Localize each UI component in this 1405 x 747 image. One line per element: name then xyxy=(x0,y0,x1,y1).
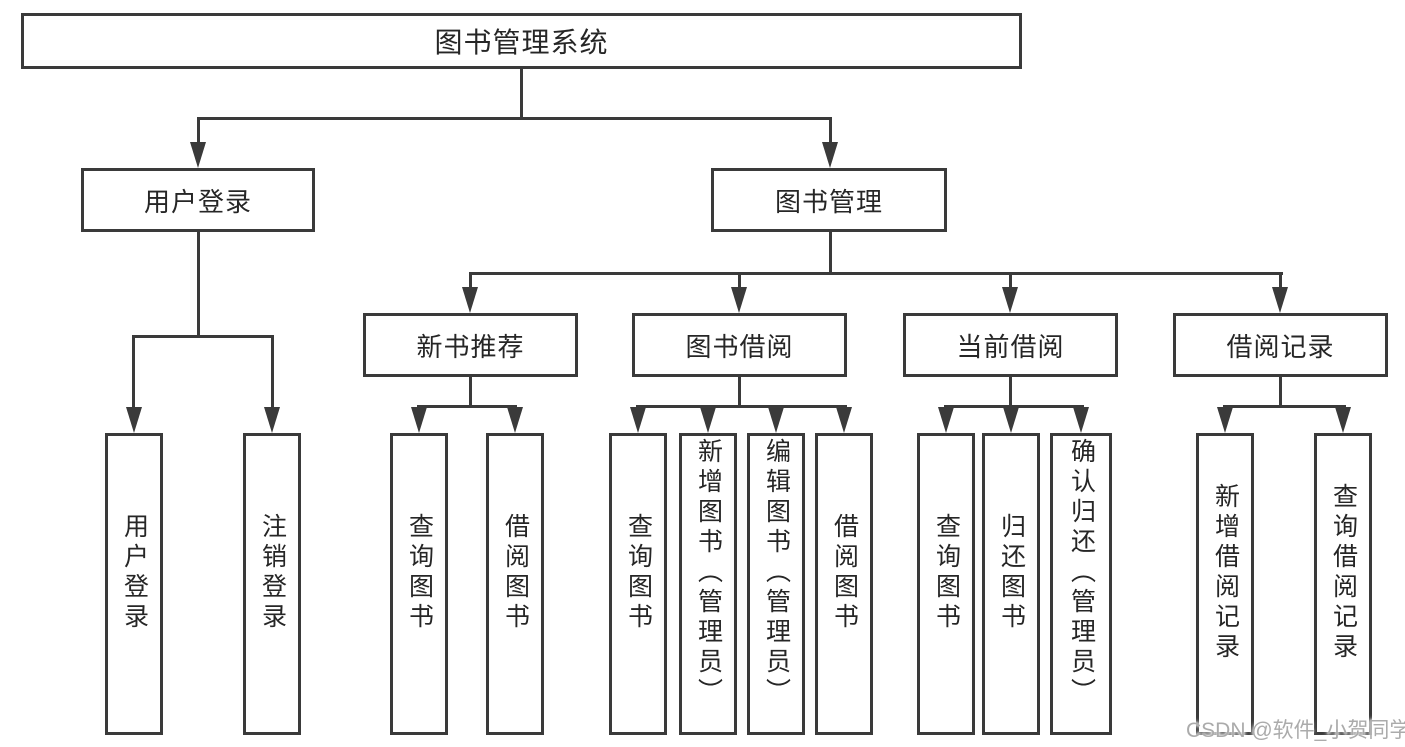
arrow-down-icon xyxy=(190,142,206,168)
arrow-down-icon xyxy=(126,407,142,433)
node-query-books-recommend: 查询图书 xyxy=(390,433,448,735)
node-query-books-borrowing: 查询图书 xyxy=(609,433,667,735)
connector-line xyxy=(1279,272,1282,290)
connector-line xyxy=(271,335,274,409)
connector-line xyxy=(197,117,832,120)
connector-line xyxy=(417,405,517,408)
connector-line xyxy=(1223,405,1346,408)
node-query-borrow-record: 查询借阅记录 xyxy=(1314,433,1372,735)
node-confirm-return-admin: 确认归还（管理员） xyxy=(1050,433,1112,735)
node-user-login: 用户登录 xyxy=(81,168,315,232)
arrow-down-icon xyxy=(264,407,280,433)
node-edit-book-admin: 编辑图书（管理员） xyxy=(747,433,805,735)
node-book-management: 图书管理 xyxy=(711,168,947,232)
arrow-down-icon xyxy=(1217,407,1233,433)
arrow-down-icon xyxy=(822,142,838,168)
connector-line xyxy=(1279,377,1282,408)
connector-line xyxy=(132,335,274,338)
node-borrow-books-recommend: 借阅图书 xyxy=(486,433,544,735)
node-library-management-system: 图书管理系统 xyxy=(21,13,1022,69)
node-new-book-recommend: 新书推荐 xyxy=(363,313,578,377)
connector-line xyxy=(944,405,1084,408)
node-current-borrowing: 当前借阅 xyxy=(903,313,1118,377)
arrow-down-icon xyxy=(462,287,478,313)
arrow-down-icon xyxy=(507,407,523,433)
arrow-down-icon xyxy=(1073,407,1089,433)
arrow-down-icon xyxy=(630,407,646,433)
arrow-down-icon xyxy=(768,407,784,433)
connector-line xyxy=(469,377,472,408)
connector-line xyxy=(636,405,847,408)
node-add-book-admin: 新增图书（管理员） xyxy=(679,433,737,735)
connector-line xyxy=(520,69,523,120)
node-book-borrowing: 图书借阅 xyxy=(632,313,847,377)
node-add-borrow-record: 新增借阅记录 xyxy=(1196,433,1254,735)
arrow-down-icon xyxy=(1002,287,1018,313)
node-query-books-current: 查询图书 xyxy=(917,433,975,735)
node-user-login-leaf: 用户登录 xyxy=(105,433,163,735)
connector-line xyxy=(469,272,472,290)
node-logout: 注销登录 xyxy=(243,433,301,735)
node-borrow-books-leaf: 借阅图书 xyxy=(815,433,873,735)
connector-line xyxy=(738,377,741,408)
connector-line xyxy=(1009,272,1012,290)
connector-line xyxy=(829,117,832,145)
arrow-down-icon xyxy=(1003,407,1019,433)
arrow-down-icon xyxy=(1272,287,1288,313)
connector-line xyxy=(469,272,1283,275)
connector-line xyxy=(197,117,200,145)
connector-line xyxy=(1009,377,1012,408)
node-borrow-records: 借阅记录 xyxy=(1173,313,1388,377)
arrow-down-icon xyxy=(731,287,747,313)
arrow-down-icon xyxy=(938,407,954,433)
arrow-down-icon xyxy=(700,407,716,433)
csdn-watermark: CSDN @软件_小贺同学 xyxy=(1186,719,1405,742)
arrow-down-icon xyxy=(411,407,427,433)
node-return-books: 归还图书 xyxy=(982,433,1040,735)
arrow-down-icon xyxy=(836,407,852,433)
connector-line xyxy=(132,335,135,409)
connector-line xyxy=(829,232,832,275)
arrow-down-icon xyxy=(1335,407,1351,433)
connector-line xyxy=(197,232,200,338)
connector-line xyxy=(738,272,741,290)
